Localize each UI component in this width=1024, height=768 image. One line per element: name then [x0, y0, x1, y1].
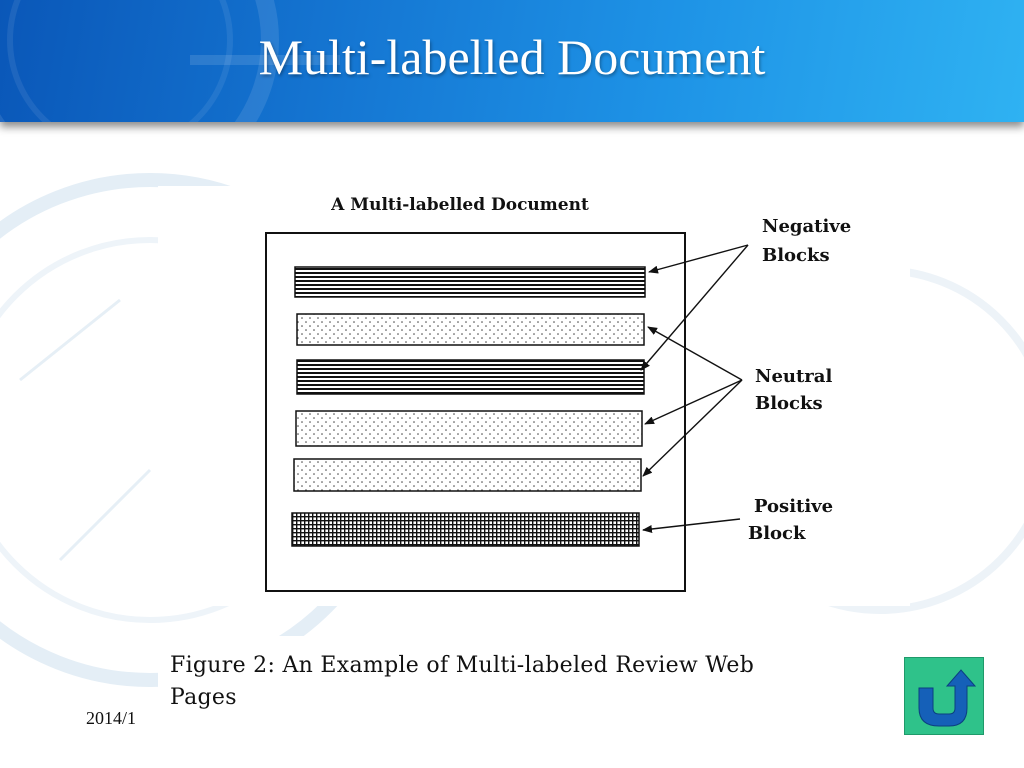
- caption-line-1: Figure 2: An Example of Multi-labeled Re…: [170, 653, 755, 678]
- neutral-block: [293, 458, 642, 492]
- slide-date: 2014/1: [86, 708, 137, 728]
- arrow-neutral-1: [647, 326, 743, 381]
- figure-caption: Figure 2: An Example of Multi-labeled Re…: [170, 650, 890, 714]
- negative-block: [294, 266, 646, 298]
- arrow-neutral-3: [642, 379, 743, 477]
- return-u-turn-icon: [918, 669, 977, 727]
- return-button[interactable]: [904, 657, 984, 735]
- header-decoration: [0, 0, 340, 122]
- arrow-negative-2: [640, 244, 749, 371]
- negative-blocks-label: Negative Blocks: [762, 216, 858, 266]
- neutral-blocks-label: Neutral Blocks: [755, 366, 839, 414]
- neutral-block: [296, 313, 645, 346]
- figure-heading: A Multi-labelled Document: [330, 195, 589, 215]
- negative-block: [296, 359, 645, 395]
- positive-block: [291, 512, 640, 547]
- neutral-block: [295, 410, 643, 447]
- positive-block-label: Positive Block: [748, 496, 839, 544]
- arrow-neutral-2: [644, 379, 743, 425]
- slide-header: Multi-labelled Document: [0, 0, 1024, 122]
- slide-title: Multi-labelled Document: [258, 29, 766, 85]
- caption-line-2: Pages: [170, 685, 237, 710]
- caption-panel: [158, 636, 898, 716]
- arrow-negative-1: [648, 244, 749, 274]
- arrow-positive: [642, 518, 741, 533]
